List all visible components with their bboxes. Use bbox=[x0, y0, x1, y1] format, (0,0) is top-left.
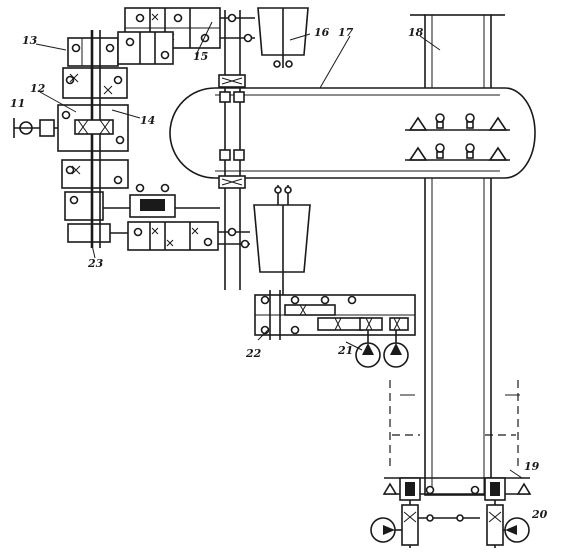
label-19: 19 bbox=[524, 460, 540, 473]
gearbox-left bbox=[13, 30, 220, 248]
label-11: 11 bbox=[10, 97, 25, 110]
label-16: 16 bbox=[314, 26, 330, 39]
label-17: 17 bbox=[338, 26, 354, 39]
label-21: 21 bbox=[337, 344, 353, 357]
base-drive bbox=[370, 380, 532, 548]
carriage-supports bbox=[405, 113, 510, 161]
label-14: 14 bbox=[140, 114, 155, 127]
label-23: 23 bbox=[87, 257, 104, 270]
motor-20 bbox=[370, 517, 530, 543]
label-12: 12 bbox=[30, 82, 46, 95]
lower-wheel bbox=[253, 185, 311, 295]
motor-21 bbox=[355, 330, 409, 368]
arm-bearings bbox=[218, 74, 246, 189]
label-18: 18 bbox=[408, 26, 424, 39]
feed-gearbox bbox=[254, 290, 416, 368]
label-22: 22 bbox=[245, 347, 262, 360]
gearbox-lower bbox=[127, 221, 250, 251]
motor-11 bbox=[13, 118, 58, 138]
label-13: 13 bbox=[22, 34, 38, 47]
column-18 bbox=[410, 14, 505, 496]
label-15: 15 bbox=[193, 50, 208, 63]
label-20: 20 bbox=[531, 508, 548, 521]
traverse-17 bbox=[169, 10, 536, 290]
labels: 11 12 13 14 15 16 17 18 19 20 21 22 23 bbox=[10, 26, 548, 521]
upper-wheel-16 bbox=[257, 7, 309, 68]
